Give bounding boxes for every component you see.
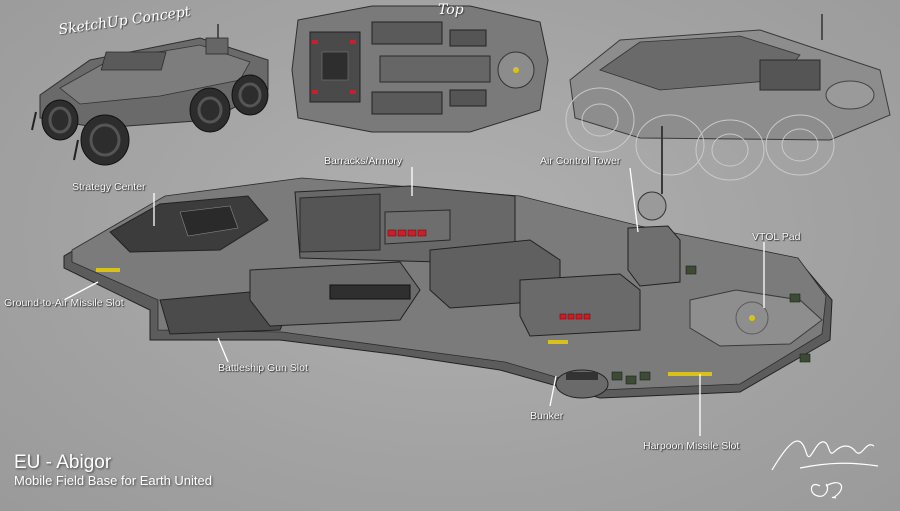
top-view-plan [291, 5, 549, 133]
label-ground-to-air-missile-slot: Ground-to-Air Missile Slot [4, 297, 124, 309]
page-title: EU - Abigor [14, 452, 112, 473]
top-view-label: Top [438, 2, 464, 18]
label-harpoon-missile-slot: Harpoon Missile Slot [643, 440, 740, 452]
label-barracks-armory: Barracks/Armory [324, 155, 403, 167]
sketch-concept-view [31, 24, 269, 166]
artist-signature-graphic [771, 440, 879, 499]
label-battleship-gun-slot: Battleship Gun Slot [218, 362, 308, 374]
wireframe-render-view [565, 14, 891, 181]
main-base-render [63, 126, 833, 399]
label-air-control-tower: Air Control Tower [540, 155, 621, 167]
label-vtol-pad: VTOL Pad [752, 231, 801, 243]
label-strategy-center: Strategy Center [72, 181, 146, 193]
callout-leader-lines [63, 167, 765, 436]
label-bunker: Bunker [530, 410, 564, 422]
page-subtitle: Mobile Field Base for Earth United [14, 473, 212, 488]
